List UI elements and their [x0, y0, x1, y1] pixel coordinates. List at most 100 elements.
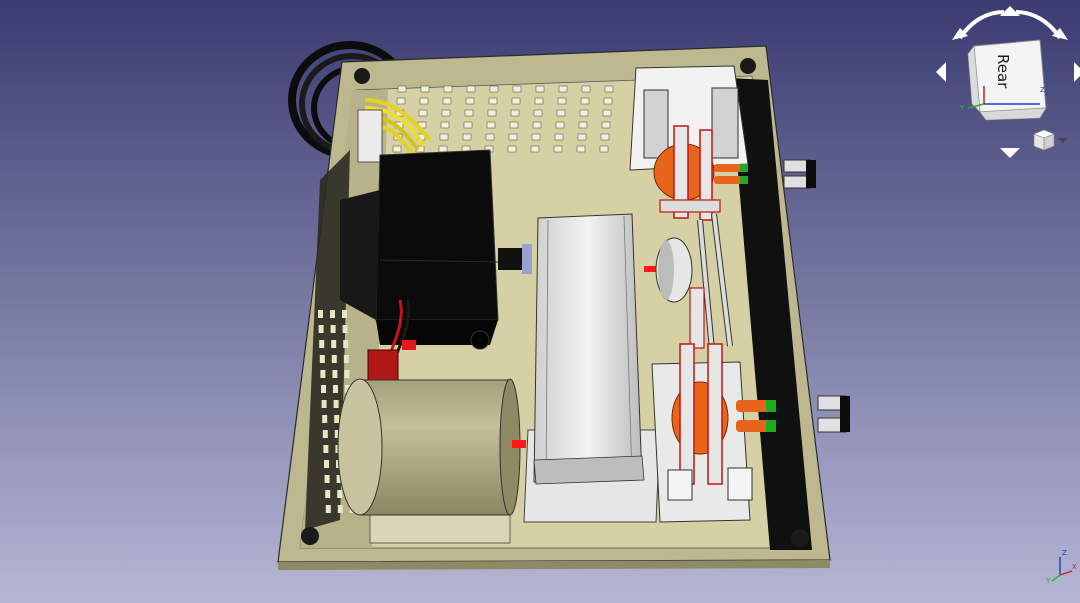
red-wire-connector[interactable] — [367, 299, 416, 381]
side-vent-hole — [332, 370, 338, 378]
vent-hole — [442, 97, 452, 105]
yellow-wire-bundle[interactable] — [357, 98, 432, 163]
side-vent-hole — [331, 355, 337, 363]
vent-hole — [576, 145, 586, 153]
vent-hole — [553, 145, 563, 153]
external-connectors[interactable] — [783, 159, 850, 433]
side-vent-hole — [331, 340, 337, 348]
side-vent-hole — [323, 445, 329, 453]
side-vent-hole — [337, 505, 343, 513]
vent-hole — [600, 133, 610, 141]
vent-hole — [581, 85, 591, 93]
vent-hole — [438, 145, 448, 153]
upper-switch-assembly[interactable] — [629, 65, 749, 221]
side-vent-hole — [321, 385, 326, 393]
navigation-cube[interactable]: Rear Y Z — [930, 0, 1080, 170]
connector-blue — [522, 244, 532, 274]
side-vent-hole — [318, 310, 323, 318]
vent-hole — [443, 85, 453, 93]
corner-screw — [301, 527, 319, 545]
battery-pack[interactable] — [523, 213, 662, 523]
vent-hole — [530, 145, 540, 153]
cube-body[interactable]: Rear — [967, 39, 1047, 121]
rotary-disc[interactable] — [655, 237, 693, 303]
view-menu-cube-icon[interactable] — [1033, 129, 1068, 151]
vent-hole — [532, 121, 542, 129]
vent-hole — [599, 145, 609, 153]
arrow-right-icon[interactable] — [1074, 62, 1080, 82]
linkage-rods[interactable] — [689, 213, 733, 351]
corner-axis-indicator: Z X Y — [1046, 549, 1077, 585]
vent-hole — [440, 121, 450, 129]
side-vent-hole — [334, 430, 340, 438]
vent-hole — [509, 121, 519, 129]
side-vent-hole — [343, 355, 349, 363]
vent-hole — [439, 133, 449, 141]
side-vent-hole — [319, 340, 325, 348]
vent-hole — [486, 121, 496, 129]
side-vent-hole — [333, 385, 338, 393]
arrow-down-icon[interactable] — [1000, 148, 1020, 158]
side-vent-hole — [344, 370, 350, 378]
vent-hole — [580, 97, 590, 105]
vent-hole — [554, 133, 564, 141]
wire-clamp — [357, 109, 383, 163]
vent-hole — [579, 109, 589, 117]
vent-hole — [508, 133, 518, 141]
vent-hole — [533, 109, 543, 117]
vent-hole — [396, 97, 406, 105]
side-vent-hole — [322, 415, 328, 423]
dc-motor[interactable] — [337, 378, 526, 544]
side-vent-hole — [318, 325, 324, 333]
side-vent-hole — [324, 460, 329, 468]
vent-hole — [464, 109, 474, 117]
vent-hole — [397, 85, 407, 93]
vent-hole — [604, 85, 614, 93]
vent-hole — [555, 121, 565, 129]
vent-hole — [535, 85, 545, 93]
side-vent-hole — [334, 415, 340, 423]
side-vent-hole — [342, 310, 347, 318]
arrow-left-icon[interactable] — [936, 62, 946, 82]
side-vent-hole — [321, 400, 327, 408]
cube-face-label[interactable]: Rear — [994, 54, 1012, 89]
vent-hole — [487, 109, 497, 117]
vent-hole — [510, 109, 520, 117]
side-vent-hole — [343, 340, 349, 348]
corner-screw — [740, 58, 756, 74]
side-vent-hole — [322, 430, 328, 438]
rotate-left-arrow-icon[interactable] — [958, 10, 1005, 40]
vent-hole — [556, 109, 566, 117]
corner-screw — [791, 529, 809, 547]
lower-switch-assembly[interactable] — [651, 343, 776, 523]
vent-hole — [462, 133, 472, 141]
side-vent-hole — [330, 325, 336, 333]
axis-y-label: Y — [1046, 577, 1051, 585]
vent-hole — [534, 97, 544, 105]
vent-hole — [392, 145, 402, 153]
arrow-up-icon[interactable] — [1000, 6, 1020, 16]
vent-hole — [602, 109, 612, 117]
vent-hole — [531, 133, 541, 141]
vent-hole — [512, 85, 522, 93]
vent-hole — [465, 97, 475, 105]
cube-axis-z-label: Z — [1040, 86, 1045, 94]
vent-hole — [420, 85, 430, 93]
side-vent-hole — [333, 400, 339, 408]
vent-hole — [419, 97, 429, 105]
vent-hole — [488, 97, 498, 105]
axis-z-label: Z — [1062, 549, 1067, 557]
rotate-left-arrow-icon[interactable] — [952, 28, 968, 40]
vent-hole — [507, 145, 517, 153]
corner-screw — [354, 68, 370, 84]
vent-hole — [418, 109, 428, 117]
rotate-right-arrow-icon[interactable] — [1015, 10, 1062, 40]
vent-hole — [463, 121, 473, 129]
vent-hole — [577, 133, 587, 141]
ventilation-grid — [392, 85, 614, 153]
cube-axis-y-label: Y — [959, 104, 965, 112]
rotate-right-arrow-icon[interactable] — [1052, 28, 1068, 40]
side-vent-hole — [345, 385, 350, 393]
